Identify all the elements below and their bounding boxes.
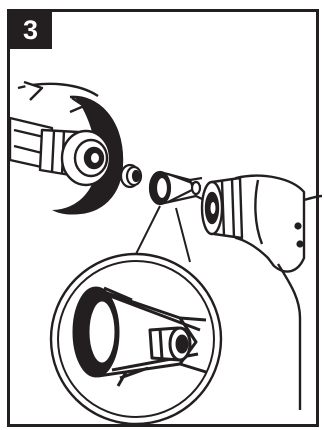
rotation-arrow-head-2 [69, 97, 86, 114]
hose-rim [69, 95, 124, 215]
detail-magnifier [49, 252, 223, 426]
tool-handle-edge [276, 263, 302, 410]
step-number-badge: 3 [9, 11, 52, 49]
tip-guard-small [148, 170, 205, 206]
o-ring [119, 163, 143, 189]
coupler-bore-highlight [91, 153, 99, 163]
callout-lines [131, 205, 191, 263]
coupler-line [50, 130, 56, 173]
step-number-label: 3 [22, 14, 39, 45]
tool-body [234, 174, 306, 273]
hose-assembly [8, 80, 124, 215]
panel-border [7, 9, 319, 427]
air-tool [200, 174, 323, 410]
rotation-arrow-head [23, 80, 44, 101]
tip-guard-enlarged [72, 286, 207, 387]
tool-seam [254, 179, 264, 245]
hose-shadow [52, 97, 123, 215]
